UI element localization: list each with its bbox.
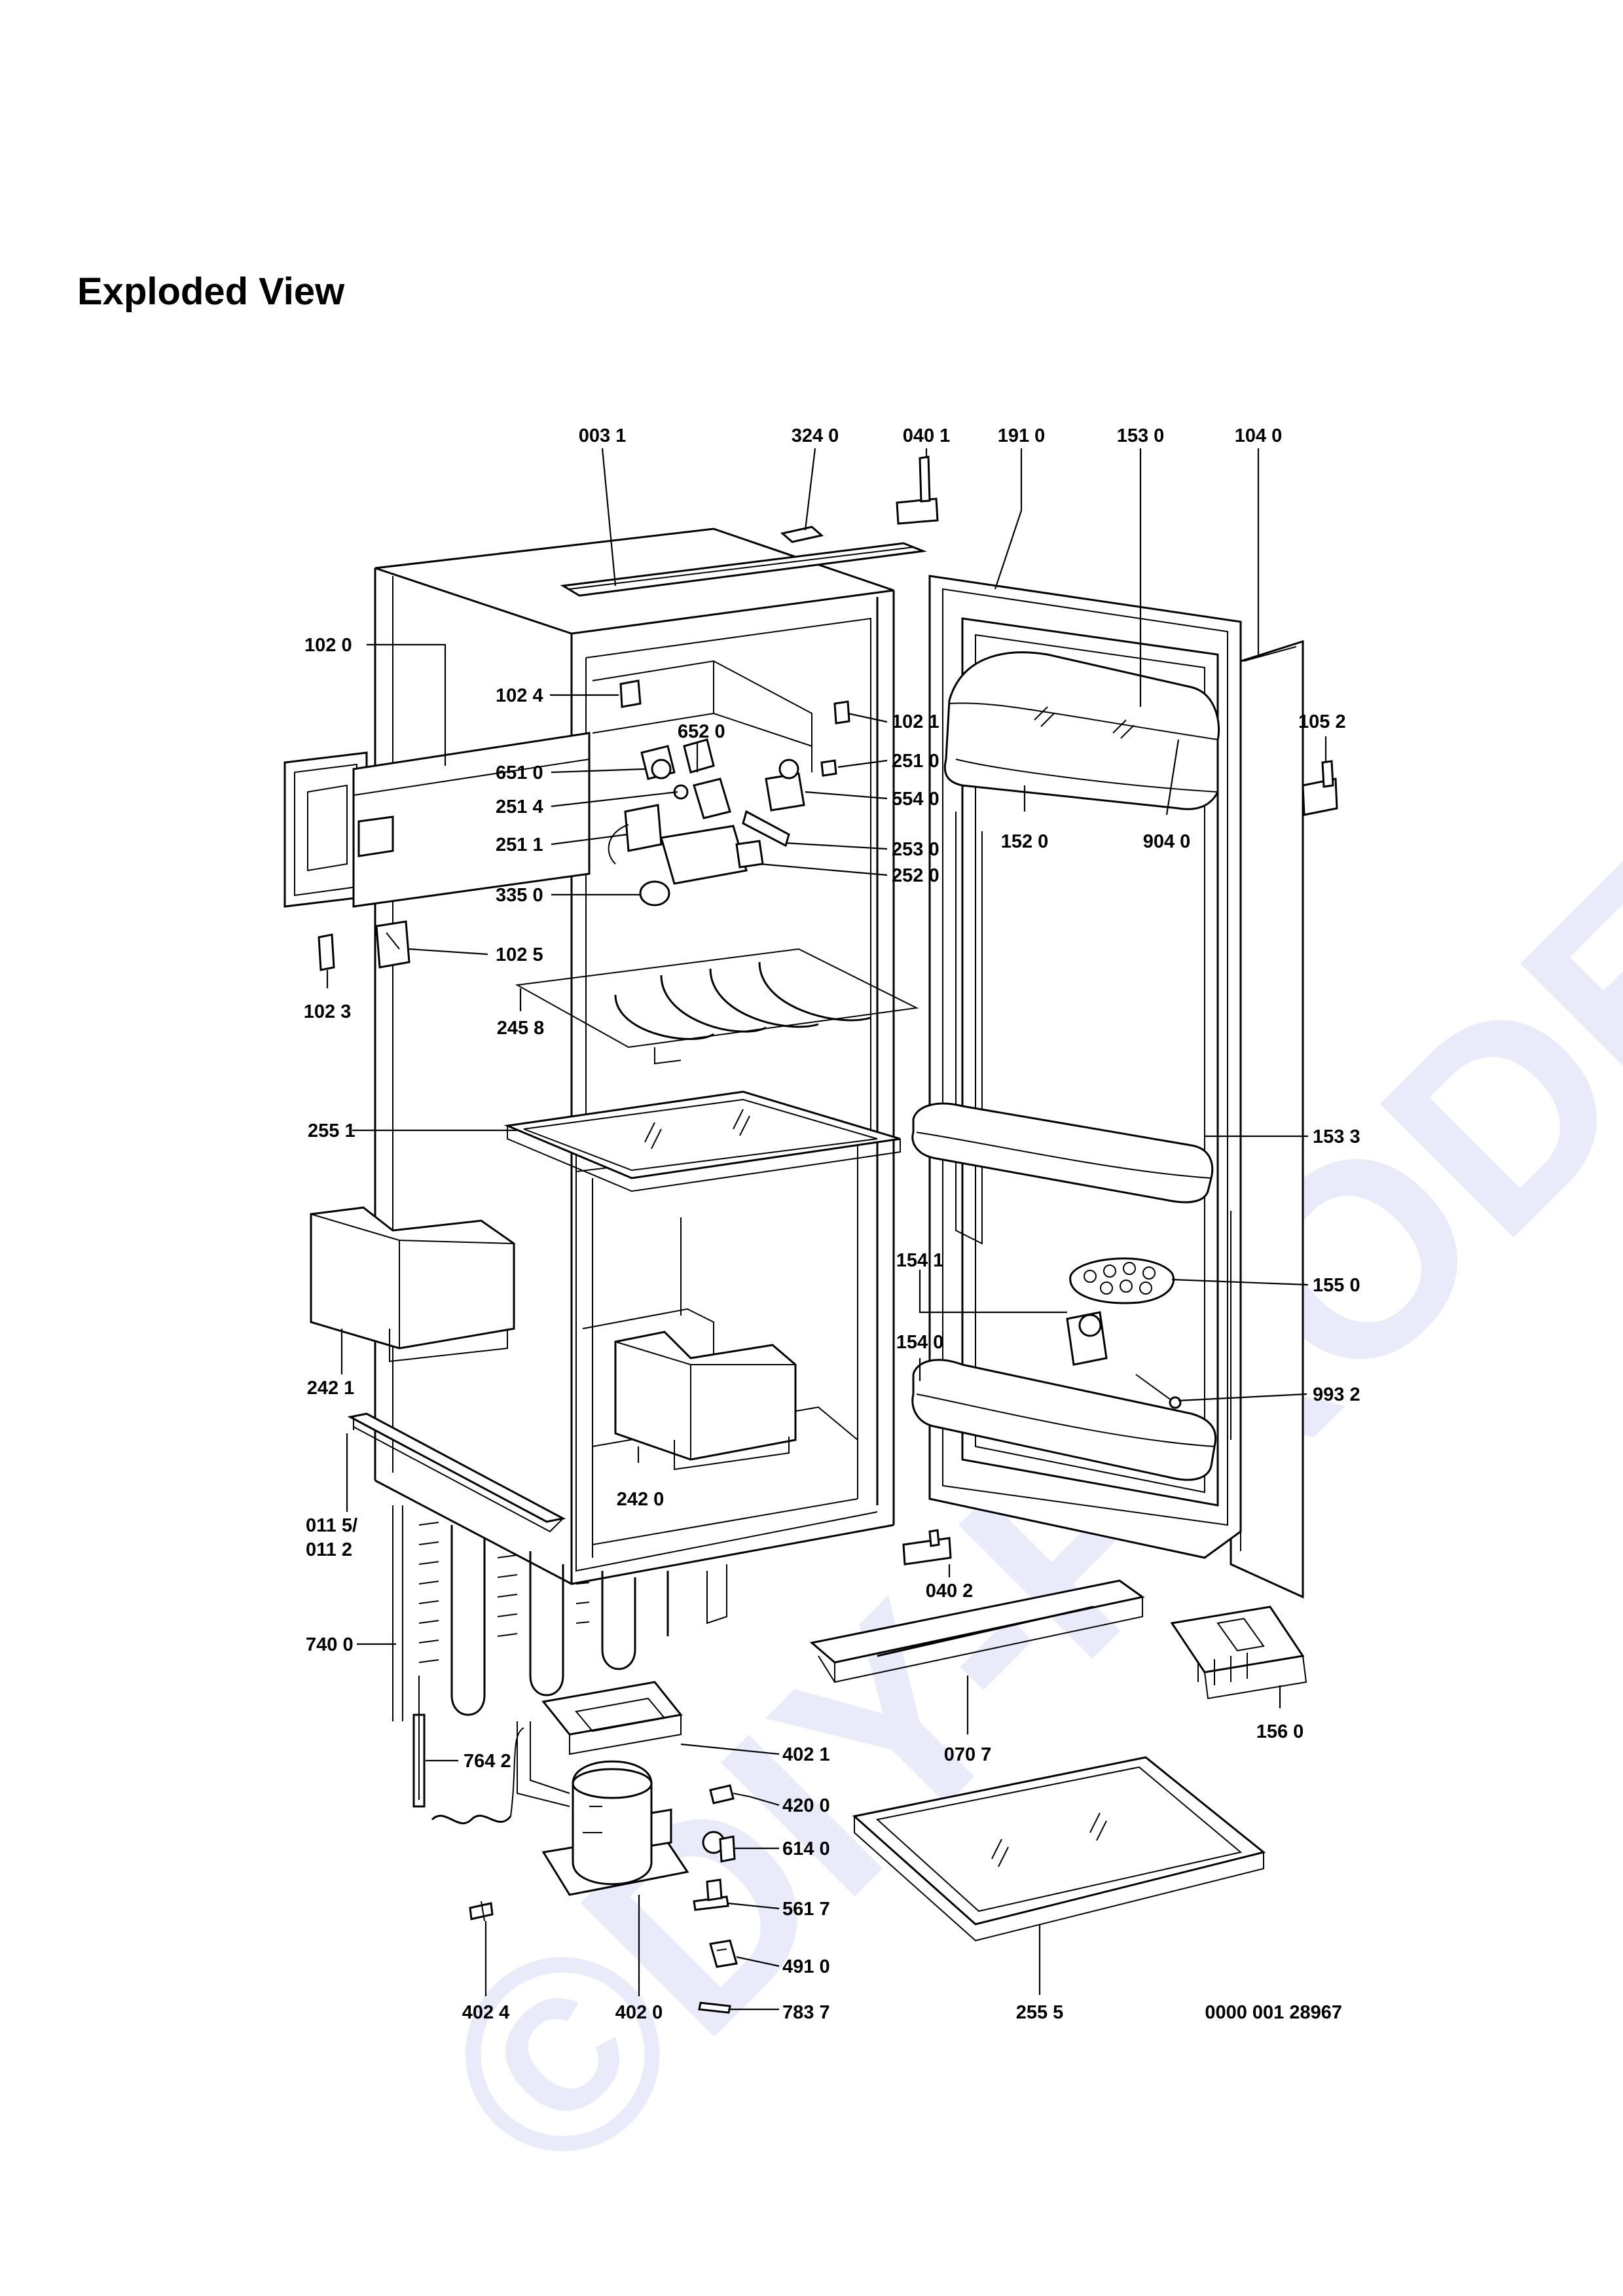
label-156-0: 156 0	[1256, 1721, 1304, 1742]
part-102-4	[619, 679, 642, 708]
label-554-0: 554 0	[892, 789, 939, 810]
label-102-0: 102 0	[304, 635, 352, 656]
label-993-2: 993 2	[1313, 1384, 1360, 1405]
label-740-0: 740 0	[306, 1634, 354, 1655]
part-242-0-crisper-right	[614, 1331, 797, 1471]
label-152-0: 152 0	[1001, 831, 1049, 852]
part-255-5-glass-shelf	[852, 1756, 1266, 1942]
label-154-0: 154 0	[896, 1332, 944, 1353]
part-245-8-evaporator	[515, 948, 919, 1065]
label-402-0: 402 0	[615, 2002, 663, 2023]
label-153-0: 153 0	[1117, 425, 1165, 446]
label-191-0: 191 0	[998, 425, 1046, 446]
part-102-5	[375, 920, 410, 969]
part-242-1-crisper-left	[310, 1206, 515, 1363]
label-011-2: 011 2	[306, 1539, 352, 1560]
part-070-7-cover	[809, 1579, 1145, 1683]
drawing-number: 0000 001 28967	[1205, 2002, 1342, 2023]
label-102-1: 102 1	[892, 711, 939, 732]
part-402-4	[469, 1901, 494, 1922]
label-242-1: 242 1	[307, 1378, 355, 1399]
part-561-7	[693, 1878, 729, 1911]
label-153-3: 153 3	[1313, 1126, 1360, 1147]
label-105-2: 105 2	[1298, 711, 1346, 732]
part-labels: 003 1 324 0 040 1 191 0 153 0 104 0 102 …	[304, 425, 1360, 2023]
label-011-5: 011 5/	[306, 1515, 357, 1536]
part-011-5-kickplate	[347, 1412, 566, 1533]
label-783-7: 783 7	[782, 2002, 830, 2023]
label-652-0: 652 0	[678, 721, 725, 742]
part-040-2	[902, 1529, 952, 1566]
part-402-0-compressor	[517, 1721, 689, 1896]
leader-lines	[326, 448, 1327, 2011]
label-402-4: 402 4	[462, 2002, 510, 2023]
label-104-0: 104 0	[1235, 425, 1283, 446]
label-251-0: 251 0	[892, 751, 939, 772]
label-245-8: 245 8	[497, 1018, 545, 1039]
label-651-0: 651 0	[496, 762, 543, 783]
label-420-0: 420 0	[782, 1795, 830, 1816]
main-door	[911, 575, 1338, 1599]
label-614-0: 614 0	[782, 1839, 830, 1859]
part-420-0	[709, 1784, 750, 1804]
label-070-7: 070 7	[944, 1744, 992, 1765]
part-764-2-tube	[412, 1676, 524, 1825]
label-040-2: 040 2	[926, 1581, 974, 1602]
label-561-7: 561 7	[782, 1899, 830, 1920]
cabinet-body	[374, 528, 927, 1624]
part-156-0-ice-tray	[1170, 1605, 1307, 1700]
label-040-1: 040 1	[903, 425, 951, 446]
page-title: Exploded View	[77, 270, 345, 313]
label-155-0: 155 0	[1313, 1275, 1360, 1296]
label-335-0: 335 0	[496, 885, 543, 906]
control-assembly	[608, 700, 850, 906]
label-255-5: 255 5	[1016, 2002, 1064, 2023]
label-491-0: 491 0	[782, 1956, 830, 1977]
label-402-1: 402 1	[782, 1744, 830, 1765]
label-242-0: 242 0	[617, 1489, 665, 1510]
label-324-0: 324 0	[792, 425, 839, 446]
part-614-0	[702, 1831, 736, 1863]
part-255-1-glass-shelf	[503, 1090, 901, 1193]
label-003-1: 003 1	[579, 425, 627, 446]
part-040-1	[896, 456, 939, 525]
label-251-1: 251 1	[496, 834, 543, 855]
label-102-3: 102 3	[304, 1001, 352, 1022]
label-102-5: 102 5	[496, 944, 543, 965]
label-154-1: 154 1	[896, 1250, 944, 1271]
part-402-1-tray	[541, 1681, 683, 1755]
part-740-0-condenser	[392, 1505, 669, 1721]
label-102-4: 102 4	[496, 685, 543, 706]
part-491-0	[709, 1939, 738, 1968]
label-764-2: 764 2	[464, 1751, 511, 1772]
label-252-0: 252 0	[892, 865, 939, 886]
label-253-0: 253 0	[892, 839, 939, 860]
part-783-7	[698, 2001, 731, 2014]
label-904-0: 904 0	[1143, 831, 1191, 852]
part-324-0	[780, 526, 824, 543]
label-251-4: 251 4	[496, 797, 543, 817]
label-255-1: 255 1	[308, 1121, 356, 1141]
part-102-0-freezer-door	[283, 732, 591, 908]
part-102-3	[318, 933, 335, 971]
